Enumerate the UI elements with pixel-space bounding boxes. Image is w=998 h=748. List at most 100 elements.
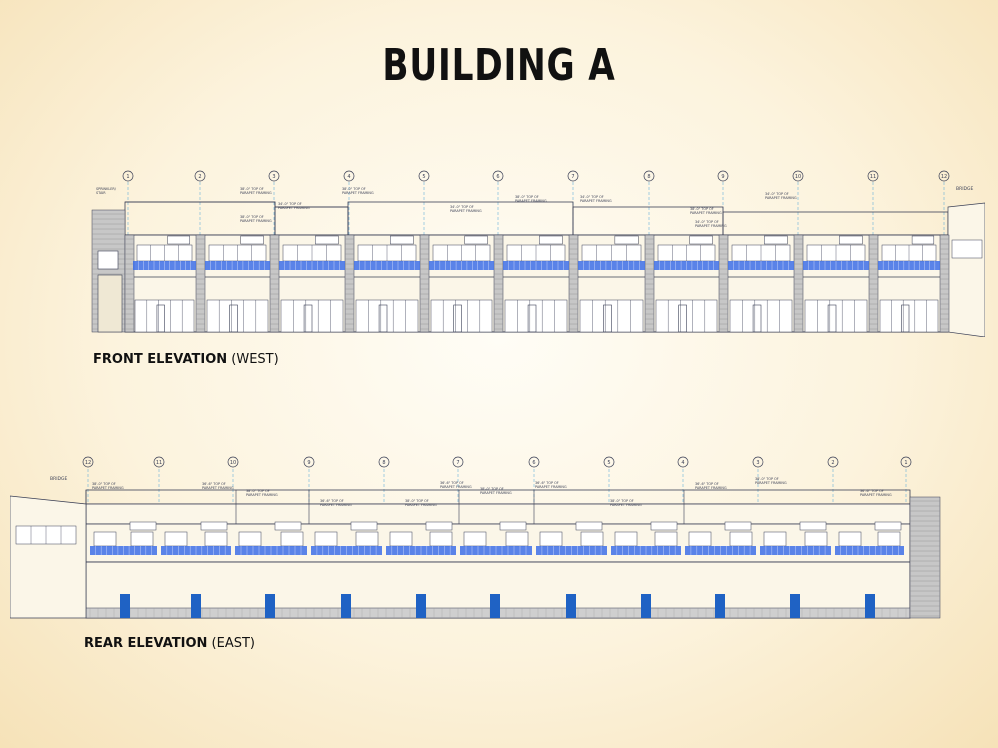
rear-window: [164, 531, 188, 547]
parapet-note: 38'-0" TOP OF: [405, 499, 429, 503]
parapet-note: PARAPET FRAMING: [246, 493, 278, 497]
rear-window: [505, 531, 529, 547]
storefront-door: [378, 304, 388, 333]
rear-window: [804, 531, 828, 547]
rear-window: [877, 531, 901, 547]
storefront-door: [901, 304, 910, 333]
storefront-door: [156, 304, 165, 333]
parapet-note: 38'-0" TOP OF: [240, 187, 264, 191]
storefront-door: [453, 304, 462, 333]
grid-bubble-label: 11: [156, 460, 162, 466]
stair-tower-stone: [909, 496, 941, 619]
rear-elevation-direction: (EAST): [211, 636, 255, 651]
clerestory-window: [911, 235, 935, 245]
parapet-note: PARAPET FRAMING: [515, 199, 547, 203]
grid-bubble: [343, 170, 355, 182]
service-door: [265, 594, 275, 618]
stone-pier: [568, 234, 579, 333]
grid-bubble: [303, 456, 315, 468]
parapet-note: PARAPET FRAMING: [755, 481, 787, 485]
storefront-door: [527, 304, 537, 333]
grid-bubble-label: 9: [721, 174, 724, 180]
stone-pier: [344, 234, 355, 333]
grid-bubble: [153, 456, 165, 468]
grid-bubble: [227, 456, 239, 468]
note-bridge: BRIDGE: [956, 186, 973, 192]
storefront-door: [603, 304, 612, 333]
grid-bubble-label: 1: [904, 460, 907, 466]
stone-pier: [269, 234, 280, 333]
rear-window: [355, 531, 379, 547]
rear-window: [688, 531, 712, 547]
grid-bubble: [492, 170, 504, 182]
service-door: [865, 594, 875, 618]
parapet-note: PARAPET FRAMING: [320, 503, 352, 507]
grid-bubble: [452, 456, 464, 468]
grid-bubble: [268, 170, 280, 182]
storefront-door: [827, 304, 837, 333]
clerestory-window: [689, 235, 713, 245]
parapet-note: 34'-0" TOP OF: [450, 205, 474, 209]
grid-bubble: [938, 170, 950, 182]
clerestory-window: [614, 235, 639, 245]
upper-wall: [85, 503, 911, 525]
parapet-note: PARAPET FRAMING: [535, 485, 567, 489]
rear-window: [238, 531, 262, 547]
grid-bubble-label: 2: [831, 460, 834, 466]
grid-bubble-label: 10: [230, 460, 236, 466]
clerestory-window: [274, 521, 302, 531]
parapet-note: 36'-6" TOP OF: [535, 481, 559, 485]
parapet-note: 38'-0" TOP OF: [342, 187, 366, 191]
service-door: [790, 594, 800, 618]
parapet-note: 36'-6" TOP OF: [202, 482, 226, 486]
grid-bubble: [867, 170, 879, 182]
grid-bubble: [900, 456, 912, 468]
grid-bubble-label: 1: [126, 174, 129, 180]
clerestory-window: [464, 235, 488, 245]
grid-bubble-label: 10: [795, 174, 801, 180]
rear-window: [93, 531, 117, 547]
clerestory-window: [350, 521, 378, 531]
parapet-note: 36'-6" TOP OF: [695, 482, 719, 486]
parapet-note: PARAPET FRAMING: [480, 491, 512, 495]
clerestory-window: [390, 235, 414, 245]
rear-window: [614, 531, 638, 547]
service-door: [490, 594, 500, 618]
storefront-door: [752, 304, 762, 333]
parapet-block: [722, 211, 949, 236]
parapet-note: 38'-0" TOP OF: [755, 477, 779, 481]
rear-window: [389, 531, 413, 547]
grid-bubble-label: 12: [85, 460, 91, 466]
note-bridge: BRIDGE: [50, 476, 67, 482]
clerestory-window: [425, 521, 453, 531]
parapet-note: 38'-0" TOP OF: [92, 482, 116, 486]
grid-bubble-label: 3: [272, 174, 275, 180]
grid-bubble-label: 4: [681, 460, 684, 466]
parapet-note: PARAPET FRAMING: [240, 219, 272, 223]
parapet-note: PARAPET FRAMING: [610, 503, 642, 507]
grid-bubble: [82, 456, 94, 468]
grid-bubble-label: 5: [607, 460, 610, 466]
parapet-note: PARAPET FRAMING: [202, 486, 234, 490]
stone-pier: [793, 234, 804, 333]
parapet-note: 38'-0" TOP OF: [515, 195, 539, 199]
rear-window: [763, 531, 787, 547]
parapet-note: 34'-0" TOP OF: [765, 192, 789, 196]
parapet-note: PARAPET FRAMING: [695, 224, 727, 228]
grid-bubble-label: 9: [307, 460, 310, 466]
parapet-note: PARAPET FRAMING: [690, 211, 722, 215]
clerestory-window: [200, 521, 228, 531]
parapet-block: [274, 206, 349, 236]
clerestory-window: [129, 521, 157, 531]
grid-bubble-label: 8: [382, 460, 385, 466]
grid-bubble: [717, 170, 729, 182]
storefront-door: [678, 304, 687, 333]
stone-pier: [644, 234, 655, 333]
grid-bubble-label: 7: [571, 174, 574, 180]
rear-window: [729, 531, 753, 547]
stone-pier: [493, 234, 504, 333]
stone-pier: [124, 234, 135, 333]
parapet-note: PARAPET FRAMING: [92, 486, 124, 490]
grid-bubble: [603, 456, 615, 468]
parapet-note: 34'-0" TOP OF: [278, 202, 302, 206]
